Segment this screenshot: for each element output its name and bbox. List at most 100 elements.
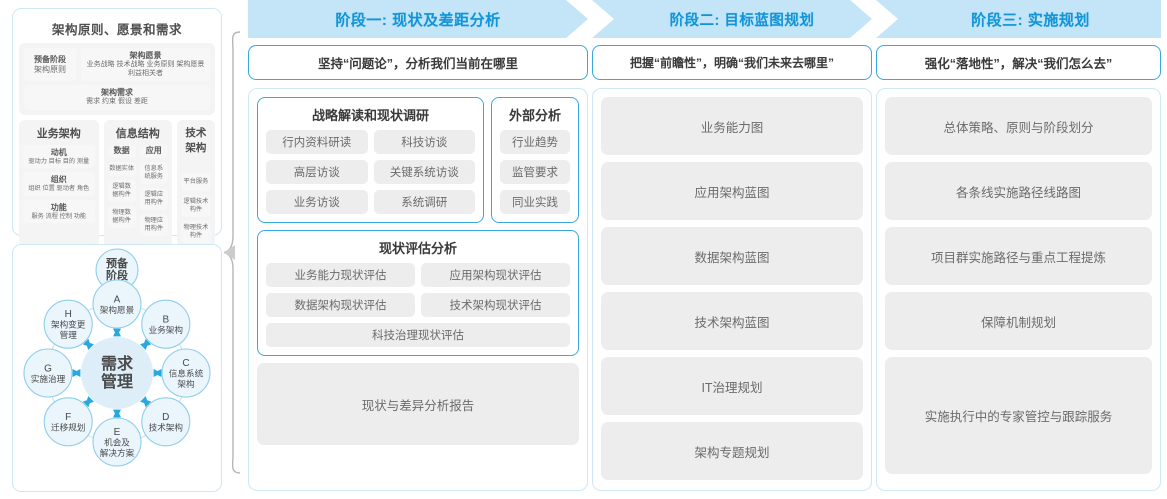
architecture-vision-title: 架构愿景 — [129, 51, 162, 60]
information-system-service: 信息系统服务 — [139, 161, 168, 184]
application-subcolumn: 应用 信息系统服务 逻辑应用构件 物理应用构件 — [139, 144, 168, 236]
togaf-reference-column: 架构原则、愿景和需求 预备阶段 架构原则 架构愿景 业务战略 技术战略 业务原则… — [12, 8, 222, 492]
implementation-item-2[interactable]: 各条线实施路径线路图 — [885, 162, 1152, 220]
physical-data-component: 物理数据构件 — [107, 205, 136, 228]
data-subcolumn: 数据 数据实体 逻辑数据构件 物理数据构件 — [107, 144, 136, 236]
information-structure-head: 信息结构 — [115, 127, 160, 140]
adm-node-F-label: F — [65, 412, 71, 423]
organization-block: 组织 组织 位置 驱动者 角色 — [23, 172, 95, 196]
logical-data-component: 逻辑数据构件 — [107, 179, 136, 202]
strategy-research-row-1: 行内资料研读 科技访谈 — [266, 130, 475, 154]
strategy-research-row-3: 业务访谈 系统调研 — [266, 190, 475, 214]
preliminary-phase-line1: 预备阶段 — [34, 54, 66, 64]
phase-3-header-label: 阶段三: 实施规划 — [971, 11, 1090, 29]
platform-service: 平台服务 — [180, 172, 211, 191]
implementation-item-1[interactable]: 总体策略、原则与阶段划分 — [885, 97, 1152, 155]
function-block: 功能 服务 流程 控制 功能 — [23, 199, 95, 223]
technology-architecture-column: 技术架构 平台服务 逻辑技术构件 物理技术构件 — [176, 119, 215, 247]
implementation-item-5[interactable]: 实施执行中的专家管控与跟踪服务 — [885, 357, 1152, 474]
adm-node-F[interactable] — [43, 397, 93, 447]
motivation-label: 动机 — [50, 147, 67, 157]
adm-node-D[interactable] — [141, 397, 191, 447]
adm-node-E-label: 解决方案 — [100, 447, 135, 458]
business-architecture-column: 业务架构 动机 驱动力 目标 目的 测量 组织 组织 位置 驱动者 角色 功能 — [19, 119, 99, 247]
adm-node-B-label: 业务架构 — [149, 324, 184, 335]
blueprint-item-4[interactable]: 技术架构蓝图 — [601, 292, 863, 350]
adm-node-C-label: C — [182, 358, 189, 369]
phase-3-header[interactable]: 阶段三: 实施规划 — [876, 0, 1161, 38]
physical-application-component: 物理应用构件 — [139, 213, 168, 236]
implementation-item-3[interactable]: 项目群实施路径与重点工程提炼 — [885, 227, 1152, 285]
chip-tech-interview[interactable]: 科技访谈 — [373, 130, 475, 154]
adm-arrow-F — [82, 396, 94, 408]
blueprint-item-5[interactable]: IT治理规划 — [601, 357, 863, 415]
chip-executive-interview[interactable]: 高层访谈 — [266, 160, 368, 184]
svg-text:预备: 预备 — [106, 256, 129, 270]
logical-application-component: 逻辑应用构件 — [139, 187, 168, 210]
adm-node-E[interactable] — [92, 417, 142, 467]
architecture-domain-columns: 业务架构 动机 驱动力 目标 目的 测量 组织 组织 位置 驱动者 角色 功能 — [19, 119, 215, 247]
adm-node-A[interactable] — [92, 279, 142, 329]
adm-node-H-label: 架构变更 — [51, 319, 86, 330]
chip-key-system-interview[interactable]: 关键系统访谈 — [373, 160, 475, 184]
chip-business-capability-assessment[interactable]: 业务能力现状评估 — [266, 263, 415, 287]
adm-node-H[interactable] — [43, 299, 93, 349]
adm-node-C-label: 架构 — [177, 378, 195, 389]
adm-arrow-H — [82, 338, 94, 350]
data-entity: 数据实体 — [107, 161, 136, 176]
preliminary-phase-line2: 架构原则 — [34, 64, 66, 74]
blueprint-item-2[interactable]: 应用架构蓝图 — [601, 162, 863, 220]
chip-industry-trend[interactable]: 行业趋势 — [500, 130, 570, 154]
architecture-requirement-items: 需求 约束 假设 差距 — [86, 98, 148, 105]
chip-data-architecture-assessment[interactable]: 数据架构现状评估 — [266, 293, 415, 317]
phase-2-column: 阶段二: 目标蓝图规划 把握“前瞻性”，明确“我们未来去哪里” 业务能力图应用架… — [592, 0, 872, 491]
svg-text:阶段: 阶段 — [106, 268, 128, 282]
implementation-item-4[interactable]: 保障机制规划 — [885, 292, 1152, 350]
chip-peer-practice[interactable]: 同业实践 — [500, 190, 570, 214]
assessment-row-1: 业务能力现状评估 应用架构现状评估 — [266, 263, 570, 287]
chip-system-survey[interactable]: 系统调研 — [373, 190, 475, 214]
phase-2-header[interactable]: 阶段二: 目标蓝图规划 — [592, 0, 872, 38]
chip-application-architecture-assessment[interactable]: 应用架构现状评估 — [421, 263, 570, 287]
adm-arrow-D — [140, 396, 152, 408]
phase-3-column: 阶段三: 实施规划 强化“落地性”，解决“我们怎么去” 总体策略、原则与阶段划分… — [876, 0, 1161, 491]
blueprint-item-1[interactable]: 业务能力图 — [601, 97, 863, 155]
phase-1-header[interactable]: 阶段一: 现状及差距分析 — [248, 0, 588, 38]
blueprint-item-3[interactable]: 数据架构蓝图 — [601, 227, 863, 285]
organization-label: 组织 — [50, 175, 67, 184]
chip-technology-architecture-assessment[interactable]: 技术架构现状评估 — [421, 293, 570, 317]
strategy-research-row-2: 高层访谈 关键系统访谈 — [266, 160, 475, 184]
motivation-items: 驱动力 目标 目的 测量 — [28, 157, 90, 165]
adm-cycle-diagram: 需求 管理 预备 阶段 A架构愿景B业务架构C信息系统架构D技术架构E机会及解决… — [23, 248, 211, 467]
phase-1-body: 战略解读和现状调研 行内资料研读 科技访谈 高层访谈 关键系统访谈 业务访谈 系… — [248, 88, 588, 491]
blueprint-item-6[interactable]: 架构专题规划 — [601, 422, 863, 480]
external-analysis-card: 外部分析 行业趋势 监管要求 同业实践 — [491, 97, 579, 223]
architecture-requirement-title: 架构需求 — [101, 88, 133, 97]
adm-node-E-label: 机会及 — [104, 437, 130, 448]
phase-2-item-list: 业务能力图应用架构蓝图数据架构蓝图技术架构蓝图 IT治理规划架构专题规划 — [601, 97, 863, 480]
phase-2-header-label: 阶段二: 目标蓝图规划 — [669, 12, 815, 29]
togaf-framework-title: 架构原则、愿景和需求 — [51, 23, 182, 37]
chip-business-interview[interactable]: 业务访谈 — [266, 190, 368, 214]
chip-it-governance-assessment[interactable]: 科技治理现状评估 — [266, 323, 570, 347]
assessment-row-2: 数据架构现状评估 技术架构现状评估 — [266, 293, 570, 317]
phase-3-item-list: 总体策略、原则与阶段划分各条线实施路径线路图项目群实施路径与重点工程提炼保障机制… — [885, 97, 1152, 474]
adm-node-G[interactable] — [23, 348, 73, 398]
technology-architecture-head: 技术架构 — [185, 126, 207, 154]
adm-node-D-label: 技术架构 — [149, 422, 184, 433]
phase-2-body: 业务能力图应用架构蓝图数据架构蓝图技术架构蓝图 IT治理规划架构专题规划 — [592, 88, 872, 491]
function-items: 服务 流程 控制 功能 — [31, 212, 87, 220]
adm-node-F-label: 迁移规划 — [51, 422, 85, 433]
current-state-assessment-card: 现状评估分析 业务能力现状评估 应用架构现状评估 数据架构现状评估 技术架构现状… — [257, 230, 579, 356]
chip-internal-material-study[interactable]: 行内资料研读 — [266, 130, 368, 154]
logical-technology-component: 逻辑技术构件 — [180, 194, 211, 217]
adm-arrow-B — [140, 338, 152, 350]
vision-row: 预备阶段 架构原则 架构愿景 业务战略 技术战略 业务原则 架构愿景 利益相关者 — [24, 48, 210, 81]
gap-analysis-report-item[interactable]: 现状与差异分析报告 — [257, 363, 579, 445]
chip-regulatory-requirement[interactable]: 监管要求 — [500, 160, 570, 184]
adm-node-C[interactable] — [161, 348, 211, 398]
adm-node-B[interactable] — [141, 299, 191, 349]
adm-node-D-label: D — [162, 412, 169, 423]
adm-node-B-label: B — [162, 314, 169, 325]
data-label: 数据 — [107, 144, 136, 158]
